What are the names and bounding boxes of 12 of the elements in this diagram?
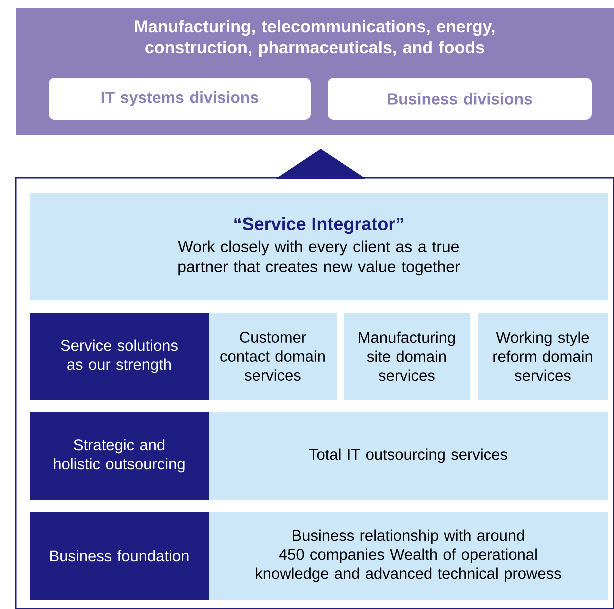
- division-box: IT systems divisions: [49, 78, 311, 120]
- service-box: Working style reform domain services: [478, 312, 608, 400]
- concept-box: “Service Integrator” Work closely with every client as a true partner that creates new value together: [30, 192, 608, 300]
- category-box: Service solutions as our strength: [30, 312, 209, 400]
- category-box: Business foundation: [30, 512, 209, 600]
- service-box: Manufacturing site domain services: [344, 312, 470, 400]
- arrow: [276, 149, 366, 180]
- division-box: Business divisions: [328, 78, 592, 120]
- service-box: Total IT outsourcing services: [209, 412, 608, 500]
- service-box: Customer contact domain services: [209, 312, 337, 400]
- service-box: Business relationship with around 450 companies Wealth of operational knowledge and advanced technical prowess: [209, 512, 608, 600]
- category-box: Strategic and holistic outsourcing: [30, 412, 209, 500]
